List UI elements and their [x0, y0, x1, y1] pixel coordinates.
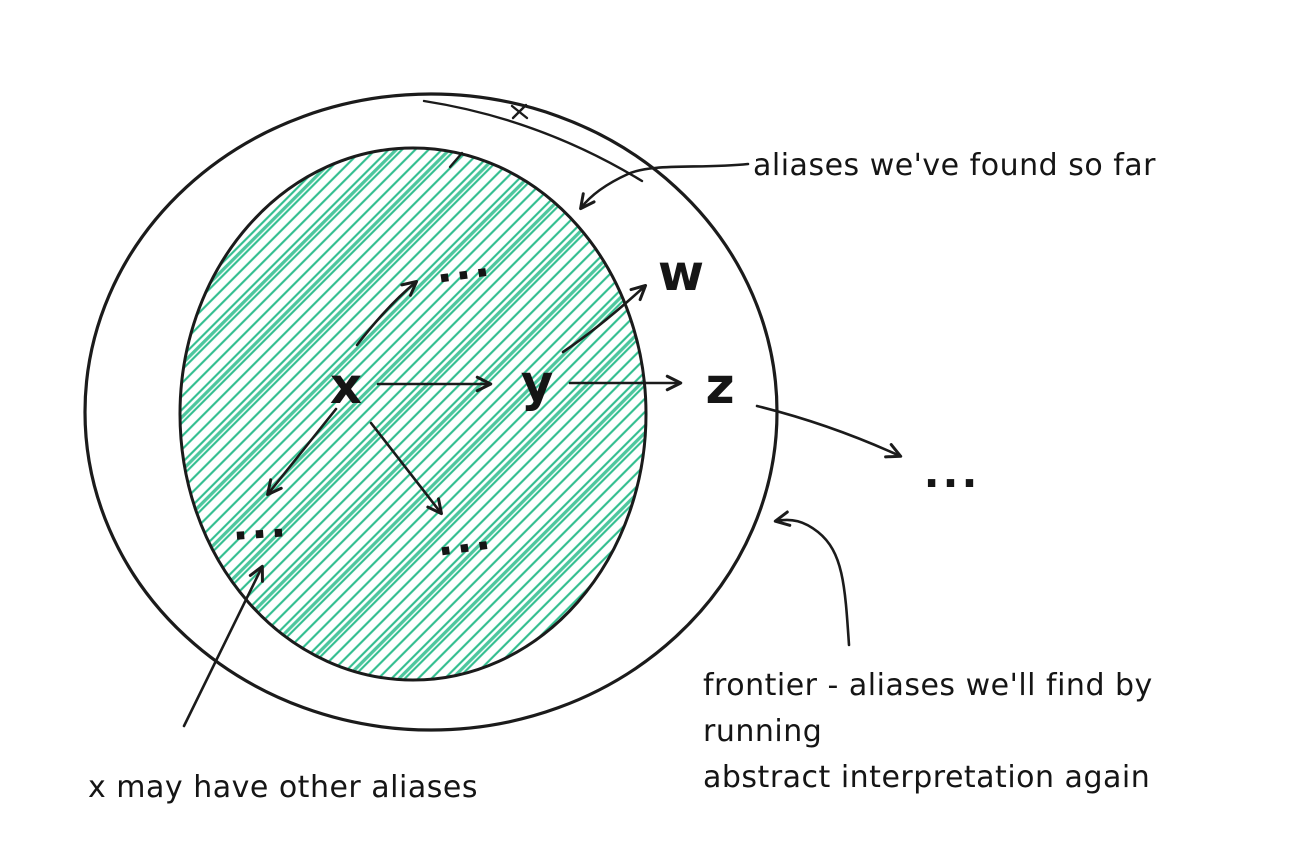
annotation-frontier-line2: running: [703, 714, 822, 749]
annotation-x-other-aliases: x may have other aliases: [88, 770, 478, 805]
inner-ellipse-tick-mark: [448, 151, 464, 169]
edge-z-to-ellipsis-right: [755, 404, 903, 459]
annotation-frontier-line3: abstract interpretation again: [703, 760, 1150, 795]
ellipsis-lower: ...: [433, 509, 496, 565]
inner-ellipse-found-aliases: [178, 146, 648, 682]
node-x: x: [330, 357, 362, 415]
annotation-frontier-line1: frontier - aliases we'll find by: [703, 668, 1153, 703]
pen-x-mark: [510, 103, 529, 120]
annotation-frontier: frontier - aliases we'll find by running…: [703, 668, 1153, 795]
edge-y-to-w: [561, 283, 648, 354]
edge-x-to-ellipsis-upper: [355, 280, 419, 347]
annotation-arrow-frontier: [773, 510, 851, 647]
ellipsis-right: ...: [924, 448, 981, 497]
annotation-arrow-x-aliases: [182, 564, 264, 728]
node-z: z: [705, 357, 734, 415]
inner-ellipse-hatch-fill-accent: [180, 148, 646, 680]
node-w: w: [658, 244, 704, 302]
annotation-aliases-found: aliases we've found so far: [753, 148, 1156, 183]
edge-x-to-ellipsis-lower: [369, 421, 443, 516]
node-y: y: [521, 354, 554, 412]
outer-ellipse-sketch-stroke: [422, 99, 644, 183]
annotation-arrow-aliases-found: [579, 162, 750, 211]
ellipsis-upper: ...: [432, 236, 495, 292]
ellipsis-left: ...: [230, 497, 290, 550]
edge-x-to-ellipsis-left: [266, 407, 338, 497]
